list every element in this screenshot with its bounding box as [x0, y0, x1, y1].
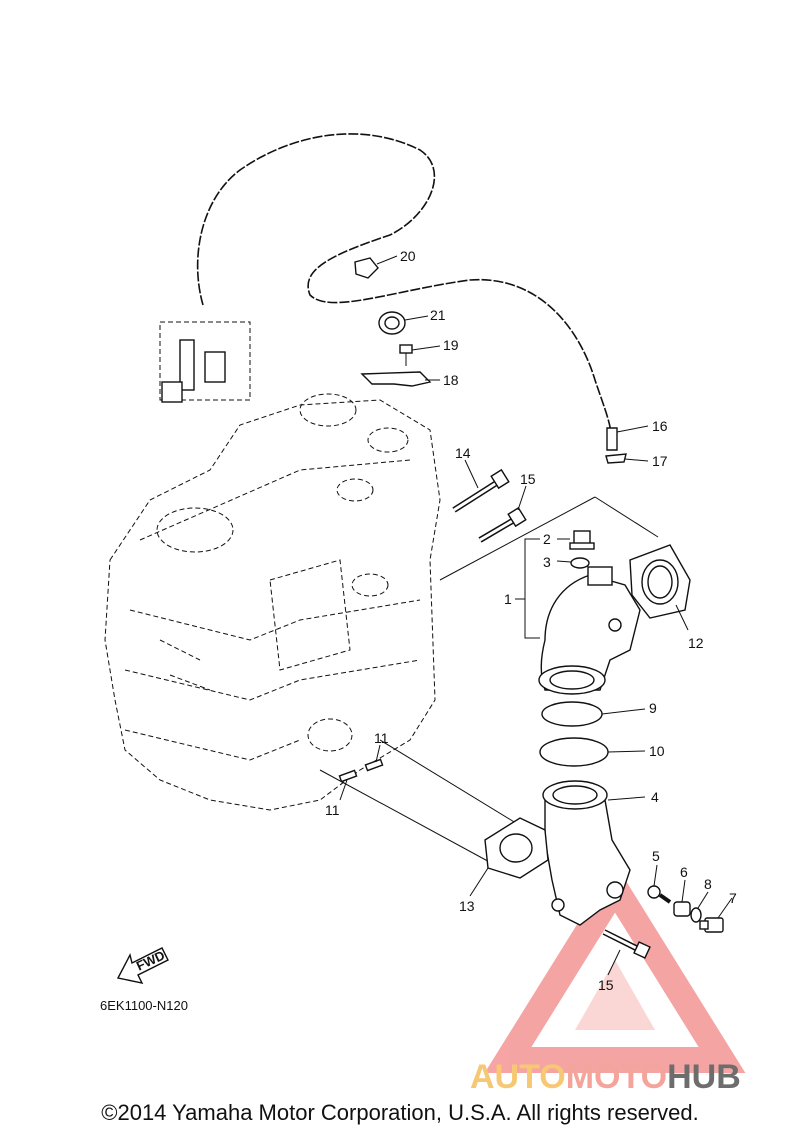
o-ring-9: [541, 701, 603, 727]
mount-block-sketch: [159, 321, 251, 403]
label-part-14: 14: [455, 445, 471, 461]
label-part-13: 13: [459, 898, 475, 914]
exhaust-guide-4: [542, 780, 631, 926]
label-part-1: 1: [504, 591, 512, 607]
label-part-6: 6: [680, 864, 688, 880]
watermark-text-hub: HUB: [667, 1058, 741, 1096]
label-part-11-a: 11: [374, 730, 389, 746]
label-part-15-lower: 15: [598, 977, 614, 993]
label-part-3: 3: [543, 554, 551, 570]
hose-clip-17: [605, 453, 627, 464]
copyright-notice: ©2014 Yamaha Motor Corporation, U.S.A. A…: [101, 1100, 699, 1125]
label-part-20: 20: [400, 248, 416, 264]
gasket-3: [570, 557, 590, 569]
label-part-12: 12: [688, 635, 704, 651]
diagram-reference-code: 6EK1100-N120: [100, 998, 188, 1013]
bolt-15-upper: [478, 506, 527, 543]
dowel-pin-11-a: [364, 758, 384, 772]
label-part-21: 21: [430, 307, 446, 323]
plug-2: [569, 530, 595, 550]
bolt-14: [452, 468, 510, 513]
fwd-label: FWD: [134, 948, 167, 974]
watermark-triangle-logo: [484, 863, 746, 1073]
label-part-16: 16: [652, 418, 668, 434]
dowel-pin-11-b: [338, 769, 358, 783]
watermark-brand-text: AUTOMOTOHUB: [470, 1058, 741, 1097]
o-ring-10: [539, 737, 609, 767]
hose-line: [196, 133, 613, 446]
hose-clamp-20: [354, 257, 379, 279]
label-part-11-b: 11: [325, 802, 340, 818]
exhaust-manifold-1: [538, 566, 641, 695]
label-part-19: 19: [443, 337, 459, 353]
bolt-15-lower: [602, 929, 651, 959]
screw-5: [647, 885, 672, 904]
label-part-4: 4: [651, 789, 659, 805]
leader-lines: [339, 255, 733, 976]
hose-joint-21: [378, 311, 406, 335]
label-part-5: 5: [652, 848, 660, 864]
label-bracket-1: [515, 538, 540, 639]
collar-6: [673, 901, 691, 917]
label-part-17: 17: [652, 453, 668, 469]
fwd-arrow-icon: FWD: [116, 947, 169, 984]
label-part-18: 18: [443, 372, 459, 388]
label-part-7: 7: [729, 890, 737, 906]
bolt-7: [699, 917, 724, 933]
watermark-text-moto: MOTO: [565, 1058, 668, 1096]
gasket-13: [484, 817, 549, 879]
gasket-12: [629, 544, 691, 619]
label-part-15-upper: 15: [520, 471, 536, 487]
engine-block-outline: [104, 393, 441, 811]
label-part-10: 10: [649, 743, 665, 759]
bolt-19: [399, 344, 413, 366]
watermark-text-auto: AUTO: [470, 1058, 566, 1096]
hose-end-16: [606, 427, 618, 451]
label-part-2: 2: [543, 531, 551, 547]
label-part-8: 8: [704, 876, 712, 892]
washer-8: [690, 907, 702, 923]
bracket-18: [360, 371, 432, 387]
part-number-labels: 1 2 3 4 5 6 7 8 9 10 11 11 12 13 14 15 1…: [325, 248, 737, 993]
label-part-9: 9: [649, 700, 657, 716]
